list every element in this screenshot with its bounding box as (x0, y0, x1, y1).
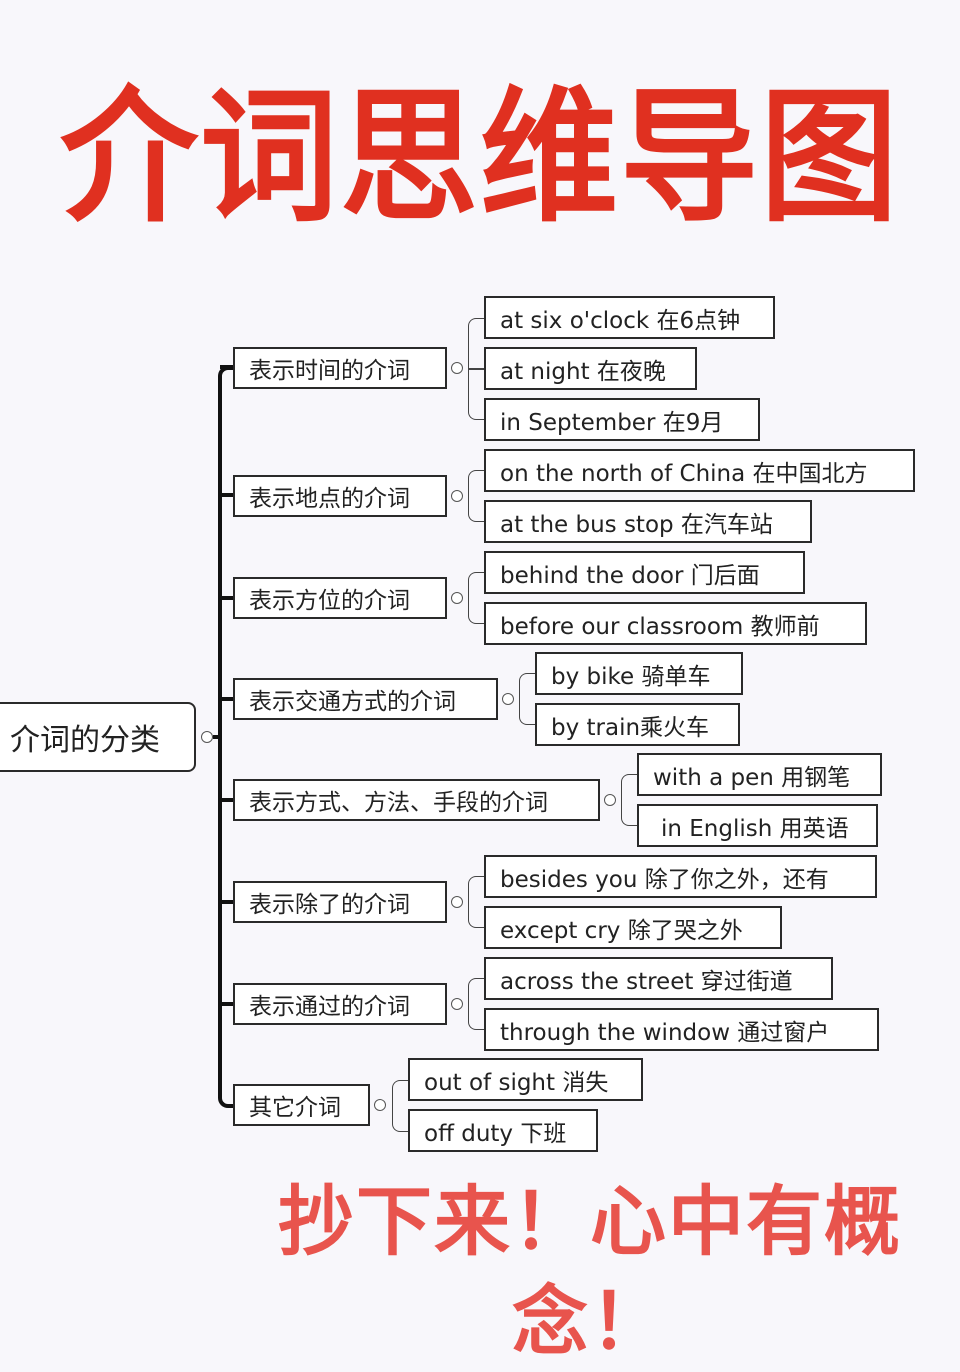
example-node[interactable]: off duty 下班 (408, 1109, 598, 1152)
category-label: 表示地点的介词 (249, 486, 410, 512)
example-node[interactable]: in September 在9月 (484, 398, 760, 441)
collapse-toggle-icon[interactable] (451, 998, 463, 1010)
branch-tick (220, 798, 234, 802)
example-node[interactable]: at the bus stop 在汽车站 (484, 500, 812, 543)
category-label: 表示通过的介词 (249, 994, 410, 1020)
category-label: 表示方位的介词 (249, 588, 410, 614)
example-text: in September 在9月 (500, 409, 724, 436)
trunk-tick (213, 735, 221, 739)
example-node[interactable]: with a pen 用钢笔 (637, 753, 882, 796)
footer-slogan: 抄下来！心中有概念！ (278, 1177, 902, 1366)
branch-bracket (621, 774, 637, 826)
branch-bracket (468, 572, 484, 624)
branch-tick (220, 596, 234, 600)
example-text: except cry 除了哭之外 (500, 917, 743, 944)
branch-tick (220, 493, 234, 497)
example-text: off duty 下班 (424, 1120, 567, 1147)
collapse-toggle-icon[interactable] (374, 1099, 386, 1111)
branch-tick (220, 697, 234, 701)
example-text: across the street 穿过街道 (500, 968, 793, 995)
category-label: 表示交通方式的介词 (249, 689, 456, 715)
example-node[interactable]: across the street 穿过街道 (484, 957, 833, 1000)
page-title: 介词思维导图 (59, 72, 900, 242)
category-label: 表示除了的介词 (249, 892, 410, 918)
category-node-place[interactable]: 表示地点的介词 (233, 475, 447, 517)
example-node[interactable]: at night 在夜晚 (484, 347, 697, 390)
example-node[interactable]: behind the door 门后面 (484, 551, 805, 594)
category-node-other[interactable]: 其它介词 (233, 1084, 370, 1126)
example-node[interactable]: out of sight 消失 (408, 1058, 643, 1101)
category-node-position[interactable]: 表示方位的介词 (233, 577, 447, 619)
branch-bracket (392, 1080, 408, 1132)
category-label: 其它介词 (249, 1095, 341, 1121)
category-label: 表示时间的介词 (249, 358, 410, 384)
example-text: on the north of China 在中国北方 (500, 460, 868, 487)
example-node[interactable]: in English 用英语 (637, 804, 878, 847)
collapse-toggle-icon[interactable] (451, 490, 463, 502)
example-node[interactable]: by bike 骑单车 (535, 652, 743, 695)
root-node[interactable]: 介词的分类 (0, 702, 196, 772)
branch-bracket (468, 876, 484, 928)
example-text: at the bus stop 在汽车站 (500, 511, 773, 538)
collapse-toggle-icon[interactable] (604, 794, 616, 806)
example-text: behind the door 门后面 (500, 562, 760, 589)
branch-bracket (468, 978, 484, 1030)
example-node[interactable]: except cry 除了哭之外 (484, 906, 782, 949)
example-node[interactable]: besides you 除了你之外，还有 (484, 855, 877, 898)
example-text: through the window 通过窗户 (500, 1019, 830, 1046)
example-text: at six o'clock 在6点钟 (500, 307, 741, 334)
branch-bracket (519, 673, 535, 725)
category-node-except[interactable]: 表示除了的介词 (233, 881, 447, 923)
example-text: with a pen 用钢笔 (653, 764, 851, 791)
category-node-transport[interactable]: 表示交通方式的介词 (233, 678, 498, 720)
example-text: besides you 除了你之外，还有 (500, 866, 829, 893)
category-node-method[interactable]: 表示方式、方法、手段的介词 (233, 779, 600, 821)
category-node-time[interactable]: 表示时间的介词 (233, 347, 447, 389)
example-text: in English 用英语 (661, 815, 849, 842)
branch-tick (220, 1002, 234, 1006)
branch-stub (468, 368, 484, 370)
example-node[interactable]: on the north of China 在中国北方 (484, 449, 915, 492)
example-text: by train乘火车 (551, 714, 710, 741)
collapse-toggle-icon[interactable] (201, 731, 213, 743)
branch-tick (220, 365, 234, 369)
collapse-toggle-icon[interactable] (451, 362, 463, 374)
example-text: by bike 骑单车 (551, 663, 711, 690)
example-node[interactable]: before our classroom 教师前 (484, 602, 867, 645)
example-text: at night 在夜晚 (500, 358, 666, 385)
category-node-through[interactable]: 表示通过的介词 (233, 983, 447, 1025)
example-text: out of sight 消失 (424, 1069, 609, 1096)
collapse-toggle-icon[interactable] (451, 896, 463, 908)
branch-tick (220, 900, 234, 904)
collapse-toggle-icon[interactable] (451, 592, 463, 604)
branch-bracket (468, 470, 484, 522)
example-text: before our classroom 教师前 (500, 613, 820, 640)
collapse-toggle-icon[interactable] (502, 693, 514, 705)
example-node[interactable]: at six o'clock 在6点钟 (484, 296, 775, 339)
example-node[interactable]: by train乘火车 (535, 703, 740, 746)
category-label: 表示方式、方法、手段的介词 (249, 790, 548, 816)
example-node[interactable]: through the window 通过窗户 (484, 1008, 879, 1051)
root-label: 介词的分类 (10, 723, 160, 758)
